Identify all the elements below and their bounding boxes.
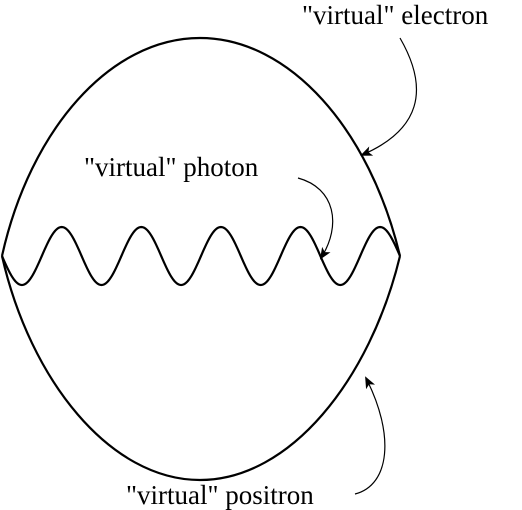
photon-label: "virtual" photon	[84, 152, 259, 182]
positron-line	[0, 255, 402, 482]
electron-label: "virtual" electron	[302, 0, 489, 30]
positron-label: "virtual" positron	[126, 480, 314, 510]
positron-pointer-arrow	[354, 376, 386, 495]
photon-line	[0, 225, 402, 287]
photon-pointer-arrow	[297, 177, 334, 260]
electron-line	[0, 36, 402, 257]
electron-pointer-arrow	[360, 37, 418, 156]
